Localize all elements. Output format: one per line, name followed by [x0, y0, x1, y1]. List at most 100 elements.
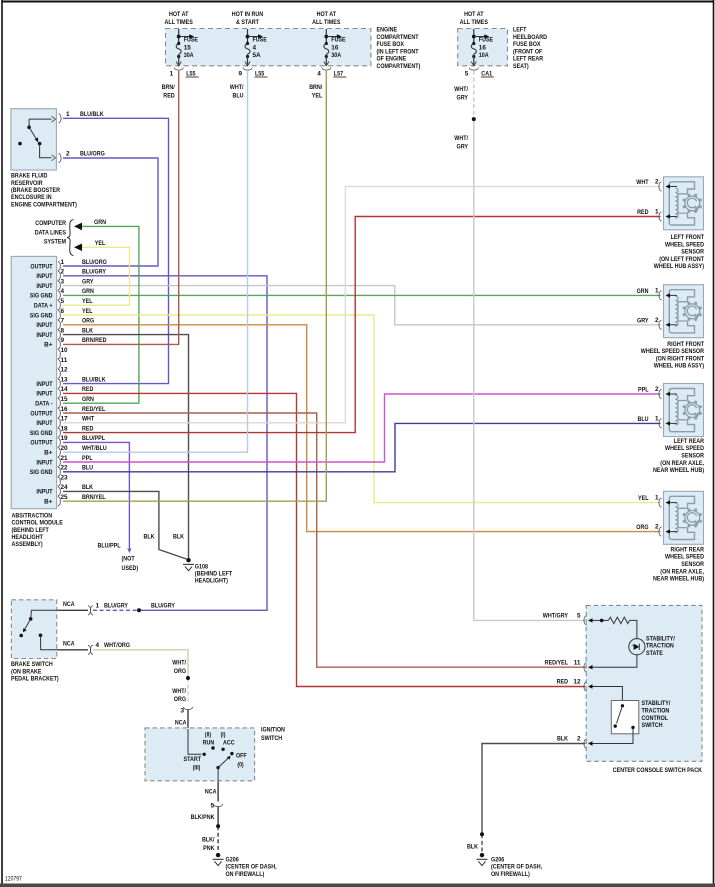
- svg-text:SYSTEM: SYSTEM: [44, 238, 66, 245]
- svg-text:FUSE: FUSE: [479, 37, 494, 44]
- svg-text:SENSOR: SENSOR: [681, 561, 704, 568]
- svg-text:DATA +: DATA +: [34, 303, 53, 310]
- svg-text:INPUT: INPUT: [36, 273, 52, 280]
- svg-text:4: 4: [61, 288, 65, 295]
- svg-text:WHEEL SPEED SENSOR: WHEEL SPEED SENSOR: [641, 348, 705, 355]
- svg-text:HOT AT: HOT AT: [169, 11, 188, 18]
- svg-text:1: 1: [96, 602, 100, 609]
- svg-text:19: 19: [61, 435, 69, 442]
- svg-text:GRN: GRN: [637, 288, 649, 295]
- svg-text:11: 11: [61, 357, 68, 364]
- svg-text:NEAR WHEEL HUB): NEAR WHEEL HUB): [653, 576, 704, 583]
- svg-text:INPUT: INPUT: [36, 332, 52, 339]
- svg-text:12: 12: [573, 679, 581, 686]
- svg-text:PPL: PPL: [638, 387, 649, 394]
- svg-text:B+: B+: [44, 499, 53, 506]
- svg-text:USED): USED): [122, 565, 139, 572]
- svg-text:SIG GND: SIG GND: [30, 430, 53, 437]
- svg-text:4: 4: [96, 642, 100, 649]
- svg-text:BLU/ORG: BLU/ORG: [80, 151, 105, 158]
- svg-text:2: 2: [655, 386, 659, 393]
- svg-text:SENSOR: SENSOR: [681, 453, 704, 460]
- svg-text:LEFT REAR: LEFT REAR: [674, 438, 705, 445]
- svg-text:GRY: GRY: [637, 317, 649, 324]
- svg-text:WHEEL SPEED: WHEEL SPEED: [665, 241, 704, 248]
- svg-text:NCA: NCA: [205, 789, 217, 796]
- svg-text:RED: RED: [163, 93, 175, 100]
- svg-text:CONTROL: CONTROL: [642, 715, 669, 722]
- svg-text:ENGINE: ENGINE: [377, 27, 398, 34]
- svg-text:WHT: WHT: [636, 179, 648, 186]
- svg-text:RIGHT FRONT: RIGHT FRONT: [667, 341, 704, 348]
- svg-text:OUTPUT: OUTPUT: [30, 440, 52, 447]
- svg-text:18: 18: [61, 425, 69, 432]
- svg-text:CENTER CONSOLE SWITCH PACK: CENTER CONSOLE SWITCH PACK: [613, 767, 703, 774]
- svg-text:BLU/GRY: BLU/GRY: [104, 602, 129, 609]
- svg-text:INPUT: INPUT: [36, 489, 52, 496]
- svg-text:L55: L55: [255, 71, 265, 78]
- svg-text:LEFT FRONT: LEFT FRONT: [671, 234, 704, 241]
- svg-text:9: 9: [61, 337, 65, 344]
- svg-text:WHEEL HUB ASSY): WHEEL HUB ASSY): [654, 363, 704, 370]
- svg-text:TRACTION: TRACTION: [642, 707, 670, 714]
- svg-text:PPL: PPL: [82, 455, 93, 462]
- svg-text:START: START: [184, 756, 202, 763]
- svg-text:GRN: GRN: [82, 396, 94, 403]
- svg-text:GRN: GRN: [94, 219, 106, 226]
- svg-text:ORG: ORG: [636, 524, 648, 531]
- svg-text:L55: L55: [186, 71, 196, 78]
- svg-text:HOT AT: HOT AT: [317, 11, 336, 18]
- svg-text:B+: B+: [44, 342, 53, 349]
- svg-text:5: 5: [577, 613, 581, 620]
- svg-text:BLK/: BLK/: [202, 837, 215, 844]
- svg-text:G206: G206: [226, 856, 240, 863]
- svg-text:(BEHIND LEFT: (BEHIND LEFT: [195, 571, 232, 578]
- svg-text:25: 25: [61, 494, 69, 501]
- svg-text:G206: G206: [491, 856, 505, 863]
- svg-text:FUSE: FUSE: [331, 37, 346, 44]
- svg-text:1: 1: [655, 287, 659, 294]
- svg-text:8: 8: [61, 327, 65, 334]
- svg-text:INPUT: INPUT: [36, 322, 52, 329]
- svg-text:STABILITY/: STABILITY/: [642, 700, 671, 707]
- svg-text:HEELBOARD: HEELBOARD: [513, 34, 547, 41]
- svg-text:SIG GND: SIG GND: [30, 312, 53, 319]
- svg-text:RED/YEL: RED/YEL: [545, 659, 568, 666]
- svg-text:DATA LINES: DATA LINES: [35, 229, 67, 236]
- svg-text:5: 5: [61, 298, 65, 305]
- svg-text:16: 16: [331, 44, 339, 51]
- svg-text:L57: L57: [334, 71, 344, 78]
- svg-text:WHEEL SPEED: WHEEL SPEED: [665, 554, 704, 561]
- svg-text:BRAKE FLUID: BRAKE FLUID: [11, 173, 48, 180]
- svg-text:(ON RIGHT FRONT: (ON RIGHT FRONT: [656, 355, 704, 362]
- svg-text:ORG: ORG: [82, 318, 94, 325]
- svg-text:(ON REAR AXLE,: (ON REAR AXLE,: [660, 460, 704, 467]
- svg-text:SIG GND: SIG GND: [30, 293, 53, 300]
- svg-text:BRN/YEL: BRN/YEL: [82, 494, 106, 501]
- svg-text:15: 15: [61, 396, 69, 403]
- svg-text:PNK: PNK: [203, 845, 215, 852]
- svg-text:IGNITION: IGNITION: [261, 727, 285, 734]
- svg-text:RESERVOIR: RESERVOIR: [11, 180, 43, 187]
- svg-text:21: 21: [61, 455, 69, 462]
- svg-text:FUSE BOX: FUSE BOX: [513, 41, 541, 48]
- svg-text:BLU: BLU: [82, 465, 93, 472]
- svg-text:5: 5: [465, 71, 469, 78]
- svg-text:CONTROL MODULE: CONTROL MODULE: [12, 520, 64, 527]
- svg-text:YEL: YEL: [82, 298, 93, 305]
- svg-text:CA1: CA1: [481, 71, 492, 78]
- svg-text:COMPARTMENT: COMPARTMENT: [377, 34, 419, 41]
- svg-text:17: 17: [61, 416, 69, 423]
- svg-text:11: 11: [574, 659, 581, 666]
- svg-text:BLU: BLU: [233, 93, 244, 100]
- svg-text:2: 2: [655, 317, 659, 324]
- svg-text:1: 1: [66, 111, 70, 118]
- svg-text:OUTPUT: OUTPUT: [30, 410, 52, 417]
- svg-text:RED/YEL: RED/YEL: [82, 406, 105, 413]
- svg-text:16: 16: [61, 406, 69, 413]
- svg-text:ORG: ORG: [174, 696, 186, 703]
- svg-text:120797: 120797: [5, 877, 22, 883]
- svg-text:BLK: BLK: [144, 534, 155, 541]
- svg-text:TRACTION: TRACTION: [646, 643, 674, 650]
- svg-text:10: 10: [61, 347, 69, 354]
